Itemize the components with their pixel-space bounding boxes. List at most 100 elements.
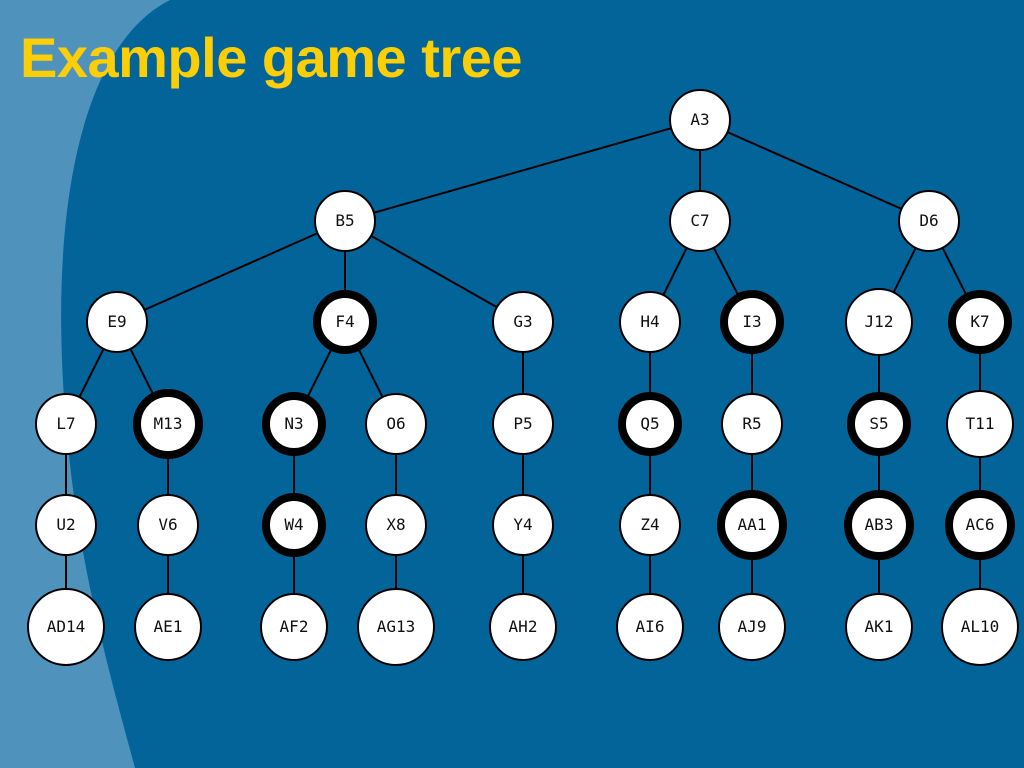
- tree-node-f: F4: [313, 290, 377, 354]
- tree-node-ac: AC6: [945, 490, 1015, 560]
- node-circle: [492, 291, 554, 353]
- node-circle: [721, 393, 783, 455]
- node-label: A3: [690, 110, 709, 129]
- tree-node-ad: AD14: [27, 588, 105, 666]
- highlighted-node-circle: [844, 490, 914, 560]
- node-label: O6: [386, 414, 405, 433]
- node-circle: [489, 593, 557, 661]
- node-label: Z4: [640, 515, 659, 534]
- node-label: E9: [107, 312, 126, 331]
- node-label: AF2: [280, 617, 309, 636]
- tree-node-ae: AE1: [134, 593, 202, 661]
- node-circle: [27, 588, 105, 666]
- tree-node-n: N3: [262, 392, 326, 456]
- node-label: AL10: [961, 617, 1000, 636]
- node-label: AG13: [377, 617, 416, 636]
- node-label: V6: [158, 515, 177, 534]
- highlighted-node-circle: [313, 290, 377, 354]
- tree-node-aa: AA1: [717, 490, 787, 560]
- edge-b-e: [116, 220, 346, 323]
- tree-node-j: J12: [845, 288, 913, 356]
- tree-node-z: Z4: [619, 494, 681, 556]
- tree-node-t: T11: [946, 390, 1014, 458]
- left-decorative-band: [0, 0, 170, 768]
- tree-node-p: P5: [492, 393, 554, 455]
- node-circle: [669, 89, 731, 151]
- node-circle: [86, 291, 148, 353]
- node-label: Q5: [640, 414, 659, 433]
- edge-a-b: [344, 119, 701, 222]
- highlighted-node-circle: [618, 392, 682, 456]
- node-label: K7: [970, 312, 989, 331]
- node-circle: [365, 393, 427, 455]
- node-label: W4: [284, 515, 303, 534]
- node-label: M13: [154, 414, 183, 433]
- node-circle: [941, 588, 1019, 666]
- node-label: AB3: [865, 515, 894, 534]
- node-label: D6: [919, 211, 938, 230]
- tree-node-q: Q5: [618, 392, 682, 456]
- slide-title: Example game tree: [20, 26, 522, 89]
- tree-node-d: D6: [898, 190, 960, 252]
- highlighted-node-circle: [133, 389, 203, 459]
- node-label: B5: [335, 211, 354, 230]
- node-label: AH2: [509, 617, 538, 636]
- node-circle: [260, 593, 328, 661]
- node-label: N3: [284, 414, 303, 433]
- tree-node-x: X8: [365, 494, 427, 556]
- edge-a-d: [699, 119, 930, 222]
- tree-node-w: W4: [262, 493, 326, 557]
- node-circle: [718, 593, 786, 661]
- tree-node-c: C7: [669, 190, 731, 252]
- tree-node-ab: AB3: [844, 490, 914, 560]
- highlighted-node-circle: [717, 490, 787, 560]
- tree-node-ah: AH2: [489, 593, 557, 661]
- node-label: AI6: [636, 617, 665, 636]
- node-label: AA1: [738, 515, 767, 534]
- node-circle: [619, 291, 681, 353]
- node-circle: [365, 494, 427, 556]
- node-circle: [616, 593, 684, 661]
- tree-node-ai: AI6: [616, 593, 684, 661]
- edge-b-g: [344, 220, 524, 323]
- node-circle: [845, 593, 913, 661]
- node-circle: [845, 288, 913, 356]
- node-circle: [35, 393, 97, 455]
- node-label: L7: [56, 414, 75, 433]
- highlighted-node-circle: [720, 290, 784, 354]
- node-circle: [357, 588, 435, 666]
- node-label: J12: [865, 312, 894, 331]
- node-label: AK1: [865, 617, 894, 636]
- node-circle: [137, 494, 199, 556]
- node-label: G3: [513, 312, 532, 331]
- node-circle: [946, 390, 1014, 458]
- tree-node-y: Y4: [492, 494, 554, 556]
- tree-node-r: R5: [721, 393, 783, 455]
- node-circle: [669, 190, 731, 252]
- tree-node-af: AF2: [260, 593, 328, 661]
- tree-node-ak: AK1: [845, 593, 913, 661]
- tree-node-l: L7: [35, 393, 97, 455]
- node-label: U2: [56, 515, 75, 534]
- node-label: AJ9: [738, 617, 767, 636]
- node-label: AD14: [47, 617, 86, 636]
- tree-node-e: E9: [86, 291, 148, 353]
- node-label: F4: [335, 312, 354, 331]
- tree-node-o: O6: [365, 393, 427, 455]
- node-label: Y4: [513, 515, 532, 534]
- tree-node-k: K7: [948, 290, 1012, 354]
- node-label: H4: [640, 312, 659, 331]
- node-circle: [492, 494, 554, 556]
- tree-node-m: M13: [133, 389, 203, 459]
- node-label: S5: [869, 414, 888, 433]
- tree-node-a: A3: [669, 89, 731, 151]
- highlighted-node-circle: [262, 392, 326, 456]
- tree-node-h: H4: [619, 291, 681, 353]
- tree-node-aj: AJ9: [718, 593, 786, 661]
- node-circle: [492, 393, 554, 455]
- tree-node-ag: AG13: [357, 588, 435, 666]
- highlighted-node-circle: [948, 290, 1012, 354]
- node-label: R5: [742, 414, 761, 433]
